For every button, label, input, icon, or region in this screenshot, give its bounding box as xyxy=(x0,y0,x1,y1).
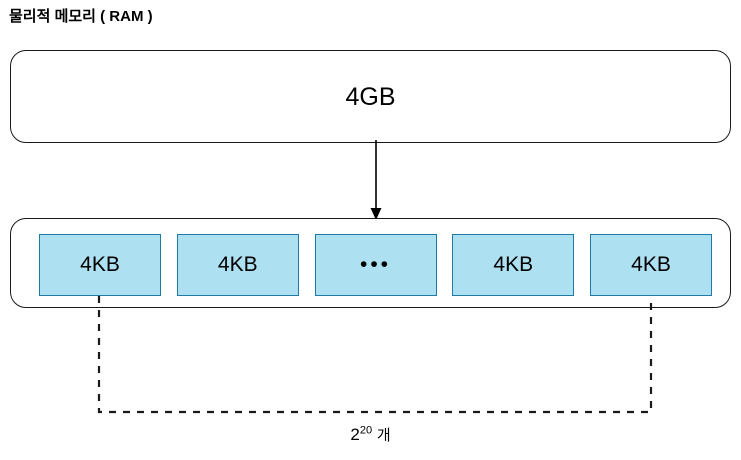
frames-row: 4KB 4KB ••• 4KB 4KB xyxy=(39,234,712,296)
ram-total-label: 4GB xyxy=(345,82,396,111)
count-exponent: 20 xyxy=(359,424,373,437)
frame-cell-label: 4KB xyxy=(80,253,120,276)
page-title: 물리적 메모리 ( RAM ) xyxy=(9,8,153,25)
frame-cell-label: 4KB xyxy=(631,253,671,276)
ellipsis-icon: ••• xyxy=(359,253,392,276)
frame-cell: 4KB xyxy=(39,234,161,296)
frame-cell: 4KB xyxy=(176,234,299,296)
down-arrow-icon xyxy=(370,140,382,220)
frame-cell: 4KB xyxy=(452,234,575,296)
dashed-bracket xyxy=(97,296,653,414)
ram-total-box: 4GB xyxy=(10,50,731,143)
frame-cell-label: 4KB xyxy=(493,253,534,276)
frame-cell: 4KB xyxy=(590,234,712,296)
frames-container: 4KB 4KB ••• 4KB 4KB xyxy=(10,218,731,308)
frame-count-label: 220 개 xyxy=(0,424,741,447)
frame-cell-ellipsis: ••• xyxy=(314,234,437,296)
count-base: 2 xyxy=(350,425,360,444)
count-unit: 개 xyxy=(376,427,391,444)
frame-cell-label: 4KB xyxy=(217,253,258,276)
